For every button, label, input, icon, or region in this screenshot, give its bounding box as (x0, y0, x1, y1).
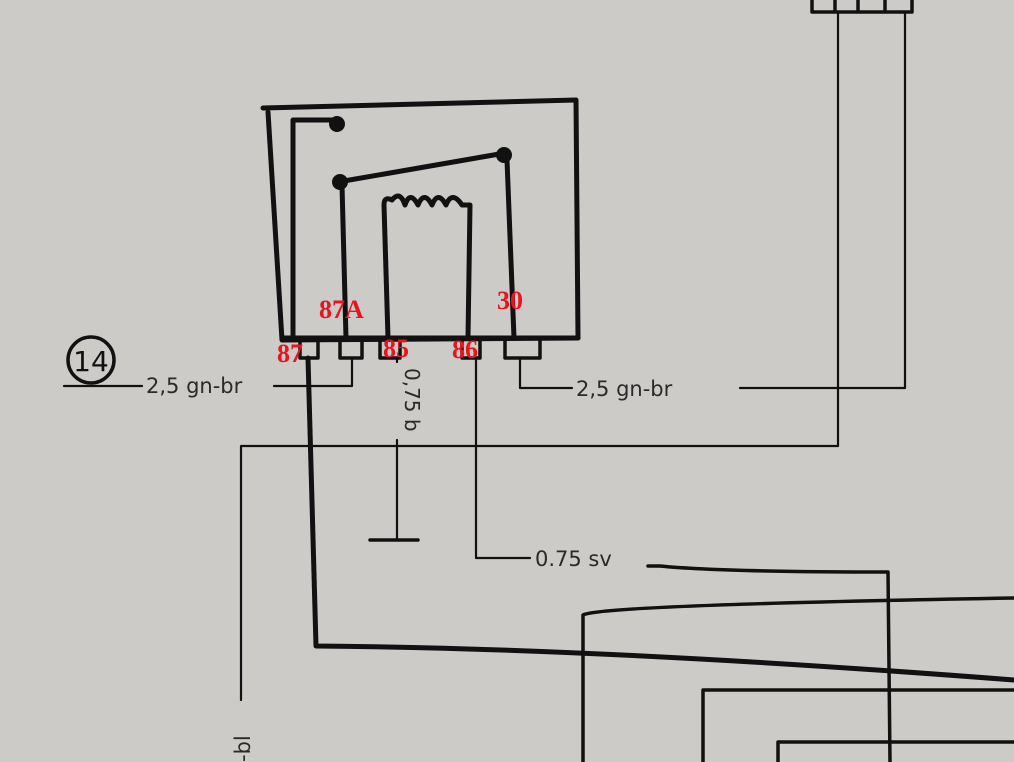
wire-right: 2,5 gn-br (518, 10, 907, 401)
pin-label-87: 87 (277, 339, 303, 368)
relay-number: 14 (73, 345, 109, 378)
relay-housing (260, 97, 581, 343)
pin-labels: 87A 30 87 85 86 (277, 286, 523, 368)
top-connector (810, 0, 914, 14)
bottom-right-wiring (581, 596, 1014, 762)
pin-label-87a: 87A (319, 295, 364, 324)
relay-switch (290, 116, 517, 343)
left-wire-label: 2,5 gn-br (146, 374, 243, 398)
pin-label-86: 86 (452, 335, 478, 364)
wire-left: 2,5 gn-br (62, 356, 354, 398)
right-wire-label: 2,5 gn-br (576, 377, 673, 401)
bottom-left-wire-label: -bl (231, 735, 255, 762)
wire-ground: 0,75 b (368, 356, 424, 542)
ground-wire-label: 0,75 b (400, 368, 424, 432)
relay-coil (381, 193, 473, 341)
pin-label-30: 30 (497, 286, 523, 315)
coil-wire-label: 0.75 sv (535, 547, 612, 571)
relay-number-badge: 14 (66, 335, 116, 385)
wire-87-output (305, 355, 1014, 683)
pin-terminals (298, 338, 542, 360)
pin-label-85: 85 (383, 334, 409, 363)
wire-top-to-left: -bl (231, 10, 840, 762)
wire-coil: 0.75 sv (474, 356, 892, 762)
